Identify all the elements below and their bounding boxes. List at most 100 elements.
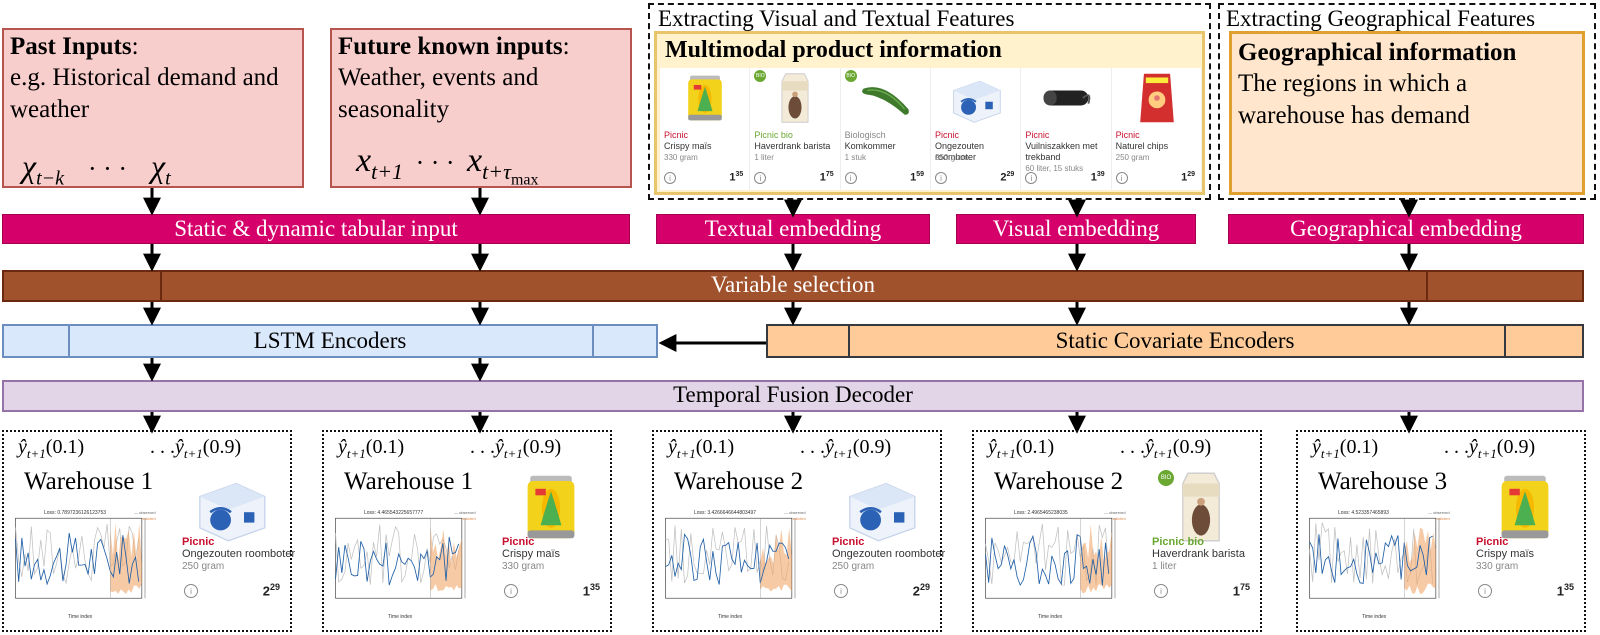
forecast-plot — [10, 514, 160, 619]
static-covariate-bar: Static Covariate Encoders — [766, 324, 1584, 358]
warehouse-label: Warehouse 2 — [674, 468, 804, 495]
info-icon[interactable]: i — [1154, 584, 1168, 598]
legend-observed: — observed — [784, 510, 806, 515]
product-qty: 1 stuk — [844, 153, 866, 162]
legend-predicted: — predicted — [454, 516, 476, 521]
quantile-high-label: . . .ŷt+1(0.9) — [800, 436, 892, 461]
geographical-embedding-bar: Geographical embedding — [1228, 214, 1584, 244]
product-brand: Biologisch — [844, 130, 886, 140]
product-card: Picnic Crispy maïs 330 gram i 135 — [660, 68, 751, 190]
past-inputs-desc: e.g. Historical demand and weather — [10, 64, 279, 123]
legend-observed: — observed — [454, 510, 476, 515]
oat-drink-icon — [767, 70, 823, 131]
info-icon[interactable]: i — [1115, 172, 1128, 184]
legend-predicted: — predicted — [784, 516, 806, 521]
future-inputs-formula: xt+1 · · · xt+τmax — [356, 142, 539, 189]
plot-xlabel: Time index — [68, 614, 93, 620]
product-price: 129 — [1181, 171, 1195, 184]
variable-selection-bar: Variable selection — [2, 270, 1584, 302]
product-card: Picnic Ongezouten roomboter 250 gram i 2… — [931, 68, 1022, 190]
info-icon[interactable]: i — [844, 172, 857, 184]
info-icon[interactable]: i — [664, 172, 676, 184]
legend-predicted: — predicted — [1428, 516, 1450, 521]
product-price: 135 — [729, 171, 744, 184]
legend-observed: — observed — [1428, 510, 1450, 515]
vs-divider-left — [160, 272, 162, 300]
geographical-info-desc: The regions in which a warehouse has dem… — [1238, 70, 1470, 129]
output-product-price: 135 — [1556, 582, 1574, 599]
quantile-low-label: ŷt+1(0.1) — [1312, 436, 1379, 461]
output-product-price: 175 — [1232, 582, 1250, 599]
temporal-fusion-decoder-bar: Temporal Fusion Decoder — [2, 380, 1584, 412]
chips-icon — [1129, 70, 1185, 131]
plot-title: Loss: 0.7897236126123753 — [44, 510, 107, 516]
product-name: Crispy maïs — [664, 141, 712, 151]
output-product-qty: 1 liter — [1152, 561, 1177, 572]
output-product-qty: 330 gram — [502, 561, 545, 572]
multimodal-product-title: Multimodal product information — [665, 37, 1002, 63]
product-price: 139 — [1090, 171, 1105, 184]
static-divider-left — [848, 326, 850, 356]
forecast-plot — [1304, 514, 1454, 619]
past-inputs-title: Past Inputs — [10, 33, 132, 60]
product-brand: Picnic — [1115, 130, 1140, 140]
lstm-encoders-label: LSTM Encoders — [253, 328, 407, 353]
legend-observed: — observed — [1104, 510, 1126, 515]
textual-embedding-bar: Textual embedding — [656, 214, 930, 244]
output-product-price: 229 — [912, 582, 930, 599]
output-box-4: ŷt+1(0.1) . . .ŷt+1(0.9) Warehouse 2 Los… — [972, 430, 1262, 632]
product-brand: Picnic — [935, 130, 960, 140]
plot-xlabel: Time index — [388, 614, 413, 620]
output-box-3: ŷt+1(0.1) . . .ŷt+1(0.9) Warehouse 2 Los… — [652, 430, 945, 632]
cucumber-icon — [858, 70, 914, 131]
lstm-divider-left — [68, 326, 70, 356]
plot-xlabel: Time index — [718, 614, 743, 620]
quantile-low-label: ŷt+1(0.1) — [988, 436, 1055, 461]
output-product-name: Ongezouten roomboter — [182, 548, 296, 560]
product-card: BIO Biologisch Komkommer 1 stuk i 159 — [840, 68, 931, 190]
product-name: Vuilniszakken met trekband — [1025, 141, 1098, 162]
warehouse-label: Warehouse 2 — [994, 468, 1124, 495]
quantile-high-label: . . .ŷt+1(0.9) — [150, 436, 242, 461]
forecast-plot — [980, 514, 1130, 619]
quantile-high-label: . . .ŷt+1(0.9) — [1120, 436, 1212, 461]
output-product-qty: 250 gram — [182, 561, 225, 572]
product-name: Ongezouten roomboter — [935, 141, 985, 162]
static-divider-right — [1504, 326, 1506, 356]
info-icon[interactable]: i — [184, 584, 198, 598]
output-box-5: ŷt+1(0.1) . . .ŷt+1(0.9) Warehouse 3 Los… — [1296, 430, 1586, 632]
output-box-2: ŷt+1(0.1) . . .ŷt+1(0.9) Warehouse 1 Los… — [322, 430, 612, 632]
geographical-group-title: Extracting Geographical Features — [1226, 6, 1536, 31]
multimodal-product-box: Multimodal product information Picnic Cr… — [654, 31, 1205, 195]
legend-observed: — observed — [134, 510, 156, 515]
geographical-info-title: Geographical information — [1238, 39, 1517, 66]
future-inputs-title: Future known inputs — [338, 33, 563, 60]
output-product-brand: Picnic — [502, 536, 535, 548]
output-product-brand: Picnic — [182, 536, 215, 548]
warehouse-label: Warehouse 1 — [344, 468, 474, 495]
legend-predicted: — predicted — [1104, 516, 1126, 521]
product-qty: 1 liter — [754, 153, 774, 162]
plot-title: Loss: 4.523357465893 — [1338, 510, 1389, 516]
lstm-encoders-bar: LSTM Encoders — [2, 324, 658, 358]
info-icon[interactable]: i — [504, 584, 518, 598]
output-product-qty: 330 gram — [1476, 561, 1519, 572]
info-icon[interactable]: i — [834, 584, 848, 598]
quantile-low-label: ŷt+1(0.1) — [338, 436, 405, 461]
info-icon[interactable]: i — [1478, 584, 1492, 598]
plot-xlabel: Time index — [1038, 614, 1063, 620]
info-icon[interactable]: i — [935, 172, 947, 184]
future-inputs-box: Future known inputs: Weather, events and… — [330, 28, 632, 188]
geographical-group: Extracting Geographical Features Geograp… — [1218, 3, 1596, 200]
visual-textual-group-title: Extracting Visual and Textual Features — [658, 6, 1015, 31]
warehouse-label: Warehouse 1 — [24, 468, 154, 495]
info-icon[interactable]: i — [754, 172, 767, 184]
info-icon[interactable]: i — [1025, 172, 1038, 184]
oat-drink-icon — [1162, 468, 1240, 551]
output-product-price: 229 — [262, 582, 280, 599]
product-name: Naturel chips — [1115, 141, 1169, 151]
plot-title: Loss: 2.4965465238035 — [1014, 510, 1068, 516]
warehouse-label: Warehouse 3 — [1318, 468, 1448, 495]
trash-bag-icon — [1038, 70, 1094, 131]
future-inputs-desc: Weather, events and seasonality — [338, 64, 539, 123]
